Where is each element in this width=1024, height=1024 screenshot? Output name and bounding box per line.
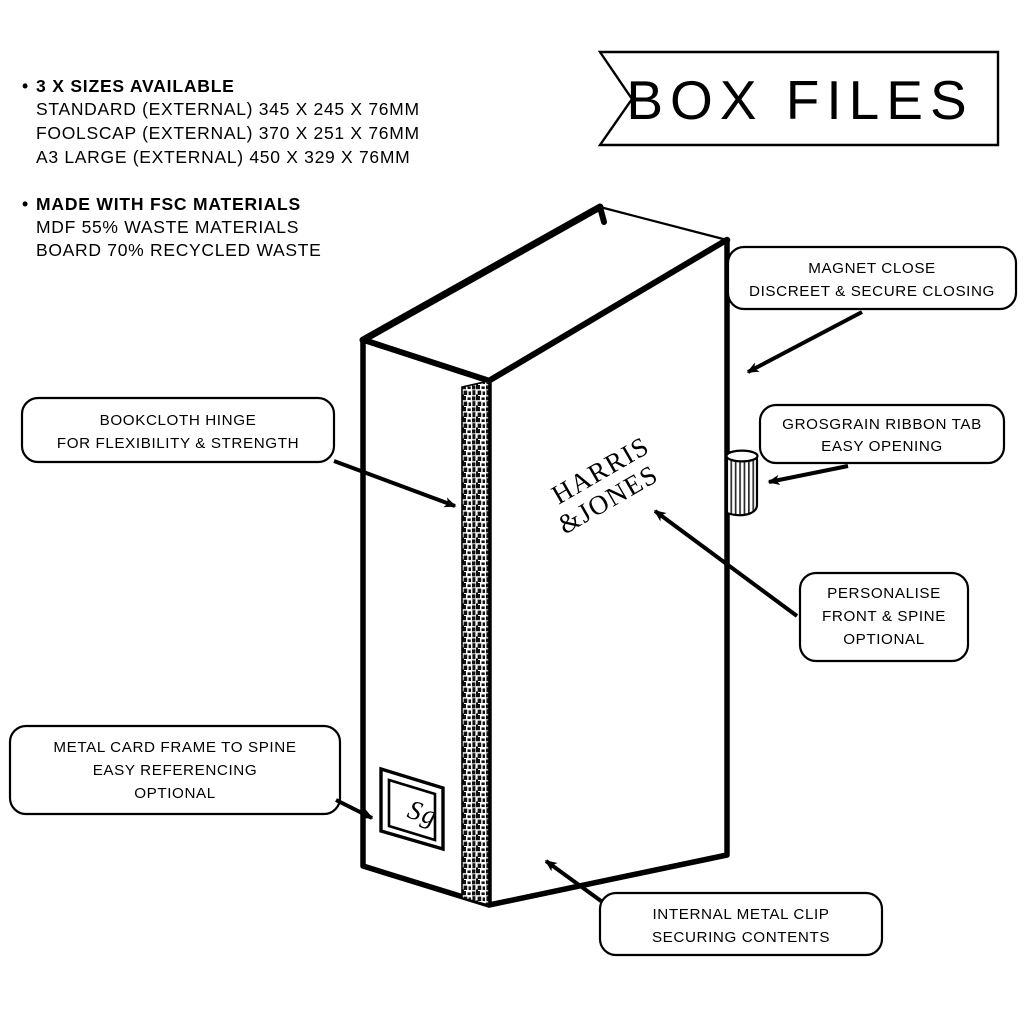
- spec-line-standard: STANDARD (EXTERNAL) 345 X 245 X 76MM: [36, 99, 420, 120]
- callout-arrow: [653, 509, 799, 618]
- bookcloth-hinge-strip: [461, 380, 490, 907]
- callout-line-1: MAGNET CLOSE: [808, 260, 936, 277]
- banner-ribbon-shape: [597, 50, 1000, 147]
- spec-group-materials: • MADE WITH FSC MATERIALS MDF 55% WASTE M…: [22, 192, 502, 264]
- callout-line-2: DISCREET & SECURE CLOSING: [749, 283, 995, 300]
- callout-arrow: [544, 859, 603, 903]
- callout-metal-card-frame[interactable]: METAL CARD FRAME TO SPINE EASY REFERENCI…: [8, 724, 374, 820]
- callout-box[interactable]: [798, 571, 970, 663]
- box-lid-lip-back: [359, 203, 604, 344]
- spec-heading-label: 3 X SIZES AVAILABLE: [36, 76, 235, 96]
- bullet-icon: •: [22, 193, 29, 214]
- callout-bookcloth-hinge[interactable]: BOOKCLOTH HINGE FOR FLEXIBILITY & STRENG…: [20, 396, 457, 508]
- ribbon-tab-top-ellipse: [725, 449, 759, 463]
- callout-line-1: PERSONALISE: [827, 585, 941, 602]
- card-frame-inner: [387, 778, 437, 842]
- spec-line-board: BOARD 70% RECYCLED WASTE: [36, 240, 322, 261]
- callout-personalise[interactable]: PERSONALISE FRONT & SPINE OPTIONAL: [653, 509, 970, 663]
- metal-card-frame: Sg: [379, 766, 445, 852]
- callout-arrow: [767, 464, 849, 486]
- callout-line-2: FOR FLEXIBILITY & STRENGTH: [57, 435, 299, 452]
- callout-grosgrain-ribbon-tab[interactable]: GROSGRAIN RIBBON TAB EASY OPENING: [758, 403, 1006, 486]
- callout-line-1: METAL CARD FRAME TO SPINE: [53, 739, 296, 756]
- box-file-drawing: Sg HARRIS &JONES: [359, 203, 759, 908]
- title-banner: BOX FILES: [597, 50, 1000, 147]
- spec-heading-materials: • MADE WITH FSC MATERIALS: [22, 192, 502, 216]
- callout-arrow: [333, 459, 457, 508]
- spec-line-foolscap: FOOLSCAP (EXTERNAL) 370 X 251 X 76MM: [36, 122, 420, 143]
- specifications-block: • 3 X SIZES AVAILABLE STANDARD (EXTERNAL)…: [22, 74, 502, 285]
- callout-line-2: EASY REFERENCING: [93, 762, 258, 779]
- callout-box[interactable]: [726, 245, 1018, 311]
- callout-line-2: SECURING CONTENTS: [652, 929, 830, 946]
- callout-box[interactable]: [8, 724, 342, 816]
- callout-arrow: [746, 310, 863, 374]
- spec-group-sizes: • 3 X SIZES AVAILABLE STANDARD (EXTERNAL)…: [22, 74, 502, 170]
- callout-magnet-close[interactable]: MAGNET CLOSE DISCREET & SECURE CLOSING: [726, 245, 1018, 374]
- callout-line-3: OPTIONAL: [134, 785, 216, 802]
- callout-line-2: EASY OPENING: [821, 438, 943, 455]
- callout-arrow: [335, 798, 374, 820]
- box-lid-lip-corner: [597, 204, 607, 225]
- callout-internal-metal-clip[interactable]: INTERNAL METAL CLIP SECURING CONTENTS: [544, 859, 884, 957]
- grosgrain-ribbon-tab: [725, 449, 759, 517]
- callout-line-2: FRONT & SPINE: [822, 608, 946, 625]
- spec-line-mdf: MDF 55% WASTE MATERIALS: [36, 216, 300, 237]
- callout-line-1: BOOKCLOTH HINGE: [100, 412, 257, 429]
- callout-box[interactable]: [20, 396, 336, 464]
- spec-heading-label: MADE WITH FSC MATERIALS: [36, 193, 301, 214]
- callout-line-1: GROSGRAIN RIBBON TAB: [782, 416, 982, 433]
- bullet-icon: •: [22, 76, 29, 96]
- callout-box[interactable]: [758, 403, 1006, 465]
- spec-heading-sizes: • 3 X SIZES AVAILABLE: [22, 74, 502, 98]
- callout-box[interactable]: [598, 891, 884, 957]
- banner-title: BOX FILES: [626, 69, 973, 131]
- spec-line-a3-large: A3 LARGE (EXTERNAL) 450 X 329 X 76MM: [36, 146, 411, 167]
- callout-line-1: INTERNAL METAL CLIP: [652, 906, 829, 923]
- callout-line-3: OPTIONAL: [843, 631, 925, 648]
